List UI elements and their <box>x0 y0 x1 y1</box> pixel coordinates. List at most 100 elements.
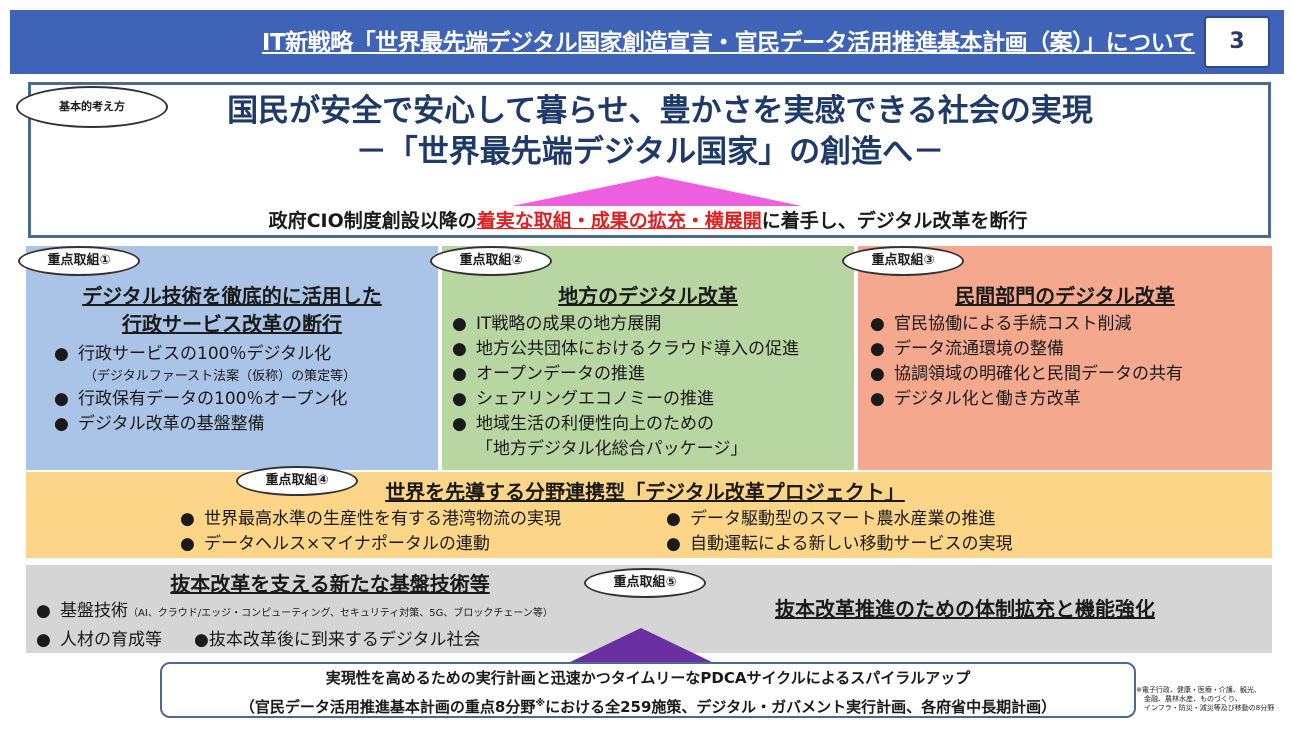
page-number: 3 <box>1204 16 1270 68</box>
project-item-text: 自動運転による新しい移動サービスの実現 <box>690 534 1013 554</box>
list-item-text: デジタル化と働き方改革 <box>894 389 1081 409</box>
basis-list: ● 基盤技術（AI、クラウド/エッジ・コンピューティング、セキュリティ対策、5G、… <box>36 598 736 653</box>
pillar-1-badge: 重点取組① <box>18 246 140 276</box>
list-item: ● デジタル化と働き方改革 <box>870 387 1183 412</box>
bullet-icon: ● <box>452 339 467 359</box>
list-item-text: 基盤技術 <box>60 601 128 621</box>
list-item-text: 官民協働による手続コスト削減 <box>894 314 1132 334</box>
page-title: IT新戦略「世界最先端デジタル国家創造宣言・官民データ活用推進基本計画（案）」に… <box>261 30 1196 56</box>
concept-sub-heading: －「世界最先端デジタル国家」の創造へ－ <box>355 134 945 170</box>
concept-box <box>28 82 1271 238</box>
pillar-2-badge: 重点取組② <box>430 246 552 276</box>
pillar-3-list: ● 官民協働による手続コスト削減 ● データ流通環境の整備 ● 協調領域の明確化と民間… <box>870 312 1183 412</box>
list-item: ● 官民協働による手続コスト削減 <box>870 312 1183 337</box>
project-item: ● データヘルス×マイナポータルの連動 <box>180 531 490 557</box>
list-item: ● デジタル改革の基盤整備 <box>54 412 356 437</box>
up-arrow-icon <box>566 628 716 664</box>
up-arrow-icon <box>512 176 802 206</box>
bullet-icon: ● <box>870 314 885 334</box>
list-item: ● 地方公共団体におけるクラウド導入の促進 <box>452 337 799 362</box>
footnote-line: 金融、農林水産、ものづくり、 <box>1144 695 1242 703</box>
list-item-continuation: 「地方デジタル化総合パッケージ」 <box>476 439 748 459</box>
list-item: ● 協調領域の明確化と民間データの共有 <box>870 362 1183 387</box>
pillar-1-list: ●行政サービスの100％デジタル化 （デジタルファースト法案（仮称）の策定等） … <box>54 342 356 437</box>
pillar-2 <box>442 246 854 470</box>
project-badge: 重点取組④ <box>236 466 358 496</box>
concept-statement-highlight: 着実な取組・成果の拡充・横展開 <box>476 210 762 232</box>
bullet-icon: ● <box>870 339 885 359</box>
footnote-line: インフラ・防災・減災等及び移動の8分野 <box>1144 704 1275 712</box>
list-item-text: デジタル改革の基盤整備 <box>78 414 265 434</box>
bullet-icon: ● <box>180 534 195 554</box>
pillar-3 <box>858 246 1272 470</box>
project-title: 世界を先導する分野連携型「デジタル改革プロジェクト」 <box>385 480 905 504</box>
list-item: ● オープンデータの推進 <box>452 362 799 387</box>
list-item-note: （AI、クラウド/エッジ・コンピューティング、セキュリティ対策、5G、ブロックチ… <box>128 608 553 619</box>
project-item-text: データヘルス×マイナポータルの連動 <box>204 534 490 554</box>
footnote-line: ※電子行政、健康・医療・介護、観光、 <box>1136 686 1261 694</box>
list-item-note: （デジタルファースト法案（仮称）の策定等） <box>84 369 357 384</box>
bullet-icon: ● <box>870 364 885 384</box>
pdca-line2-mark: ※ <box>535 698 546 709</box>
list-item: ● IT戦略の成果の地方展開 <box>452 312 799 337</box>
project-item-text: 世界最高水準の生産性を有する港湾物流の実現 <box>204 509 561 529</box>
list-item-text: 人材の育成等 <box>60 630 162 650</box>
list-item-text: 協調領域の明確化と民間データの共有 <box>894 364 1183 384</box>
pdca-line2-after: における全259施策、デジタル・ガバメント実行計画、各府省中長期計画） <box>545 698 1057 716</box>
pillar-3-badge: 重点取組③ <box>842 246 964 276</box>
list-item: ●地域生活の利便性向上のための <box>452 412 799 437</box>
header-bar <box>10 10 1284 74</box>
list-item: ● 行政保有データの100％オープン化 <box>54 387 356 412</box>
bullet-icon: ● <box>36 630 51 650</box>
bullet-icon: ● <box>666 509 681 529</box>
pillar-2-list: ● IT戦略の成果の地方展開 ● 地方公共団体におけるクラウド導入の促進 ● オープン… <box>452 312 799 462</box>
pillar-3-title: 民間部門のデジタル改革 <box>955 284 1175 308</box>
concept-statement: 政府CIO制度創設以降の着実な取組・成果の拡充・横展開に着手し、デジタル改革を断… <box>128 204 1168 238</box>
pillar-1-title-line1: デジタル技術を徹底的に活用した <box>82 284 382 308</box>
bullet-icon: ● <box>452 314 467 334</box>
pillar-1-title-line2: 行政サービス改革の断行 <box>122 312 342 336</box>
pdca-line2: （官民データ活用推進基本計画の重点8分野※における全259施策、デジタル・ガバメ… <box>162 691 1134 720</box>
bullet-icon: ● <box>452 389 467 409</box>
basis-right-title: 抜本改革推進のための体制拡充と機能強化 <box>775 597 1155 621</box>
pillar-1 <box>26 246 438 470</box>
pdca-line2-before: （官民データ活用推進基本計画の重点8分野 <box>239 698 536 716</box>
project-item-text: データ駆動型のスマート農水産業の推進 <box>690 509 996 529</box>
list-item-text: ●抜本改革後に到来するデジタル社会 <box>194 630 481 650</box>
list-item-text: オープンデータの推進 <box>476 364 645 384</box>
concept-statement-after: に着手し、デジタル改革を断行 <box>761 210 1028 232</box>
bullet-icon: ● <box>36 601 51 621</box>
list-item-text: 行政保有データの100％オープン化 <box>78 389 348 409</box>
bullet-icon: ● <box>54 389 69 409</box>
list-item: ● 基盤技術（AI、クラウド/エッジ・コンピューティング、セキュリティ対策、5G、… <box>36 598 736 627</box>
concept-statement-before: 政府CIO制度創設以降の <box>268 210 477 232</box>
list-item-text: シェアリングエコノミーの推進 <box>476 389 714 409</box>
concept-main-heading: 国民が安全で安心して暮らせ、豊かさを実感できる社会の実現 <box>227 93 1093 129</box>
pillar-2-title: 地方のデジタル改革 <box>558 284 738 308</box>
concept-badge: 基本的考え方 <box>16 86 168 128</box>
bullet-icon: ● <box>54 414 69 434</box>
pdca-line1: 実現性を高めるための実行計画と迅速かつタイムリーなPDCAサイクルによるスパイラ… <box>325 669 971 687</box>
bullet-icon: ● <box>452 414 467 434</box>
project-item: ● 世界最高水準の生産性を有する港湾物流の実現 <box>180 506 561 532</box>
basis-title: 抜本改革を支える新たな基盤技術等 <box>170 572 490 596</box>
list-item: ● 人材の育成等 ●抜本改革後に到来するデジタル社会 <box>36 627 736 653</box>
list-item: ● データ流通環境の整備 <box>870 337 1183 362</box>
project-item: ● データ駆動型のスマート農水産業の推進 <box>666 506 996 532</box>
list-item-text: 地方公共団体におけるクラウド導入の促進 <box>476 339 799 359</box>
list-item-text: 行政サービスの100％デジタル化 <box>78 344 332 364</box>
list-item-text: データ流通環境の整備 <box>894 339 1064 359</box>
list-item: ● 行政サービスの100％デジタル化 <box>54 342 356 367</box>
list-item: ● シェアリングエコノミーの推進 <box>452 387 799 412</box>
list-item-text: IT戦略の成果の地方展開 <box>476 314 662 334</box>
bullet-icon: ● <box>666 534 681 554</box>
bullet-icon: ● <box>452 364 467 384</box>
bullet-icon: ● <box>54 344 69 364</box>
pdca-box: 実現性を高めるための実行計画と迅速かつタイムリーなPDCAサイクルによるスパイラ… <box>160 662 1136 718</box>
basis-badge: 重点取組⑤ <box>584 568 706 598</box>
project-item: ● 自動運転による新しい移動サービスの実現 <box>666 531 1013 557</box>
project-band <box>26 472 1272 558</box>
footnote: ※電子行政、健康・医療・介護、観光、 金融、農林水産、ものづくり、 インフラ・防… <box>1136 686 1292 713</box>
bullet-icon: ● <box>180 509 195 529</box>
bullet-icon: ● <box>870 389 885 409</box>
